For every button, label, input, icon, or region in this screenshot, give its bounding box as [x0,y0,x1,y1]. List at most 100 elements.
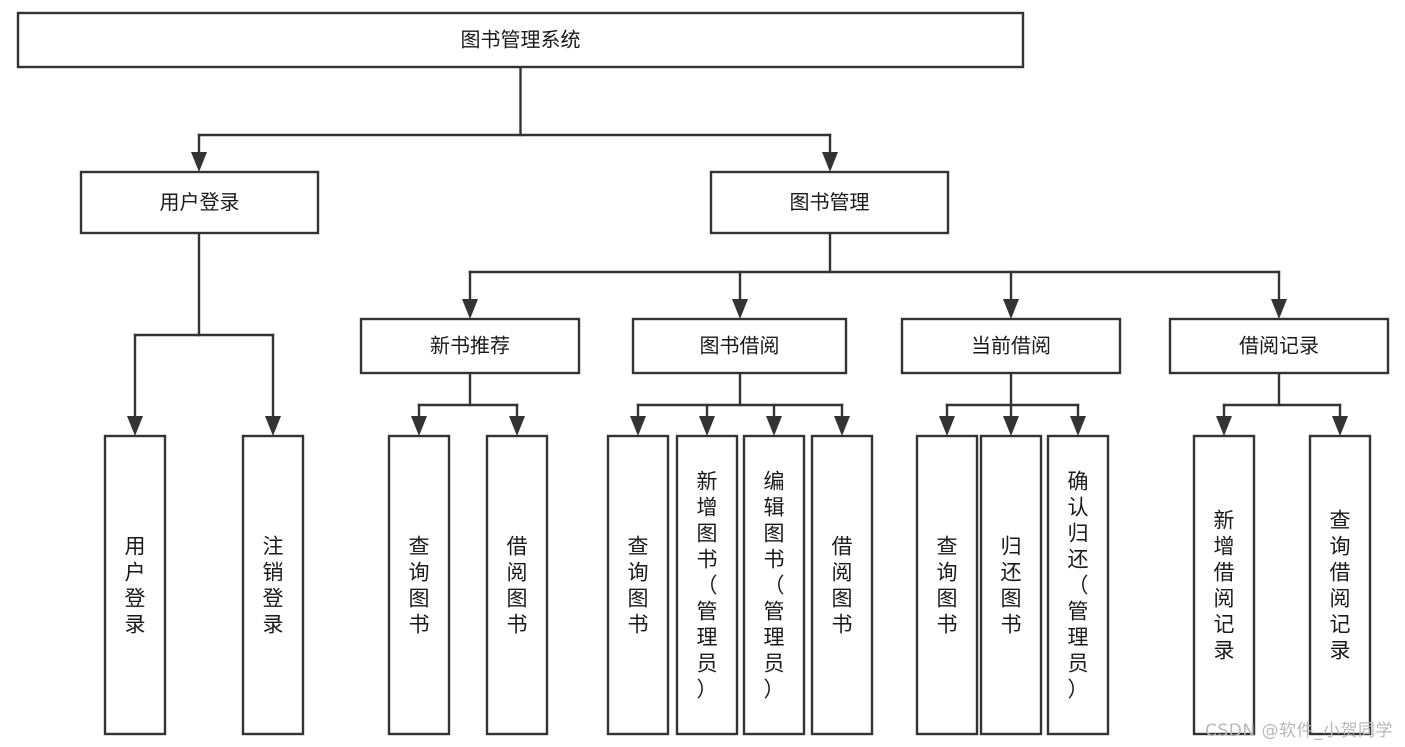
node-label: 借阅图书 [832,534,853,636]
connector-c-re-to-leaf12 [1216,403,1232,436]
arrow-head-icon [1332,416,1348,436]
connector-c-br-to-leaf6 [699,403,715,436]
arrow-head-icon [1216,416,1232,436]
node-label: 查询借阅记录 [1330,508,1351,662]
node-bookmgmt[interactable]: 图书管理 [709,170,950,235]
connector-c-re-to-leaf13 [1332,403,1348,436]
arrow-head-icon [766,416,782,436]
connector-c-login-to-leaf2 [265,333,281,436]
connectors-layer [127,65,1348,436]
node-leaf-6[interactable]: 新增图书（管理员） [675,434,739,736]
node-records[interactable]: 借阅记录 [1168,317,1390,375]
arrow-head-icon [265,416,281,436]
node-box[interactable] [16,11,1025,69]
node-label: 用户登录 [160,190,240,214]
node-box[interactable] [103,434,167,736]
nodes-layer: 图书管理系统用户登录图书管理新书推荐图书借阅当前借阅借阅记录用户登录注销登录查询… [16,11,1390,736]
arrow-head-icon [732,299,748,319]
connector-c-br-to-leaf7 [766,403,782,436]
node-box[interactable] [1046,434,1110,736]
arrow-head-icon [1003,299,1019,319]
connector-c-br-to-leaf5 [630,403,646,436]
node-box[interactable] [810,434,874,736]
node-leaf-7[interactable]: 编辑图书（管理员） [742,434,806,736]
node-label: 注销登录 [263,534,284,636]
node-label: 新增借阅记录 [1214,508,1235,662]
node-box[interactable] [1168,317,1390,375]
connector-c-cu-to-leaf11 [1070,403,1086,436]
node-borrow[interactable]: 图书借阅 [631,317,848,375]
connector-c-bm-to-current [1003,270,1019,319]
node-leaf-8[interactable]: 借阅图书 [810,434,874,736]
arrow-head-icon [630,416,646,436]
node-leaf-13[interactable]: 查询借阅记录 [1308,434,1372,736]
node-leaf-2[interactable]: 注销登录 [241,434,305,736]
arrow-head-icon [1070,416,1086,436]
node-box[interactable] [359,317,581,375]
arrow-head-icon [127,416,143,436]
node-leaf-12[interactable]: 新增借阅记录 [1192,434,1256,736]
connector-c-root-to-bookmgmt [822,133,838,172]
connector-c-bm-to-borrow [732,270,748,319]
connector-c-root-to-login [191,133,207,172]
node-label: 当前借阅 [971,334,1051,358]
node-leaf-5[interactable]: 查询图书 [606,434,670,736]
arrow-head-icon [939,416,955,436]
connector-c-cu-to-leaf10 [1003,403,1019,436]
node-label: 图书管理系统 [461,28,581,52]
node-box[interactable] [742,434,806,736]
node-label: 查询图书 [937,534,958,636]
arrow-head-icon [1271,299,1287,319]
connector-c-nb-to-leaf4 [509,403,525,436]
node-label: 归还图书 [1001,534,1022,636]
node-box[interactable] [606,434,670,736]
node-box[interactable] [709,170,950,235]
arrow-head-icon [834,416,850,436]
node-login[interactable]: 用户登录 [79,170,320,235]
node-leaf-1[interactable]: 用户登录 [103,434,167,736]
node-leaf-9[interactable]: 查询图书 [915,434,979,736]
node-label: 编辑图书（管理员） [764,469,785,701]
node-current[interactable]: 当前借阅 [900,317,1122,375]
arrow-head-icon [191,152,207,172]
connector-c-login-to-leaf1 [127,333,143,436]
node-leaf-11[interactable]: 确认归还（管理员） [1046,434,1110,736]
arrow-head-icon [411,416,427,436]
node-box[interactable] [675,434,739,736]
arrow-head-icon [1003,416,1019,436]
arrow-head-icon [509,416,525,436]
node-leaf-4[interactable]: 借阅图书 [485,434,549,736]
node-root[interactable]: 图书管理系统 [16,11,1025,69]
connector-c-cu-to-leaf9 [939,403,955,436]
node-box[interactable] [900,317,1122,375]
node-label: 借阅图书 [507,534,528,636]
arrow-head-icon [699,416,715,436]
node-box[interactable] [241,434,305,736]
node-leaf-3[interactable]: 查询图书 [387,434,451,736]
connector-c-bm-to-newbook [462,270,478,319]
node-box[interactable] [79,170,320,235]
node-label: 新增图书（管理员） [697,469,718,701]
node-label: 图书借阅 [700,334,780,358]
node-box[interactable] [1192,434,1256,736]
node-label: 查询图书 [409,534,430,636]
node-label: 查询图书 [628,534,649,636]
node-label: 借阅记录 [1239,334,1319,358]
node-box[interactable] [915,434,979,736]
node-box[interactable] [485,434,549,736]
node-label: 确认归还（管理员） [1068,469,1089,701]
node-box[interactable] [631,317,848,375]
node-newbook[interactable]: 新书推荐 [359,317,581,375]
connector-c-nb-to-leaf3 [411,403,427,436]
arrow-head-icon [822,152,838,172]
node-box[interactable] [979,434,1043,736]
node-label: 新书推荐 [430,334,510,358]
connector-c-bm-to-records [1271,270,1287,319]
node-label: 用户登录 [125,534,146,636]
node-leaf-10[interactable]: 归还图书 [979,434,1043,736]
node-box[interactable] [1308,434,1372,736]
node-label: 图书管理 [790,190,870,214]
node-box[interactable] [387,434,451,736]
